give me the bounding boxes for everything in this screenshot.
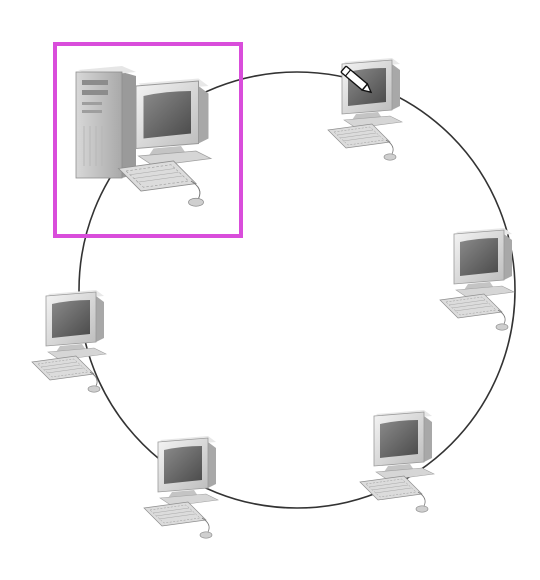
- workstation-computer-icon[interactable]: [327, 57, 403, 161]
- workstation-bottom-right[interactable]: [359, 409, 435, 513]
- workstation-computer-icon[interactable]: [439, 227, 515, 331]
- selection-box: [53, 42, 243, 238]
- ring-network-line: [78, 71, 516, 509]
- workstation-left[interactable]: [31, 289, 107, 393]
- workstation-right[interactable]: [439, 227, 515, 331]
- workstation-top-right[interactable]: [327, 57, 403, 161]
- workstation-bottom-left[interactable]: [143, 435, 219, 539]
- workstation-computer-icon[interactable]: [143, 435, 219, 539]
- workstation-computer-icon[interactable]: [359, 409, 435, 513]
- workstation-computer-icon[interactable]: [31, 289, 107, 393]
- server-computer-icon[interactable]: [75, 66, 212, 207]
- pencil-cursor-icon: [340, 65, 373, 94]
